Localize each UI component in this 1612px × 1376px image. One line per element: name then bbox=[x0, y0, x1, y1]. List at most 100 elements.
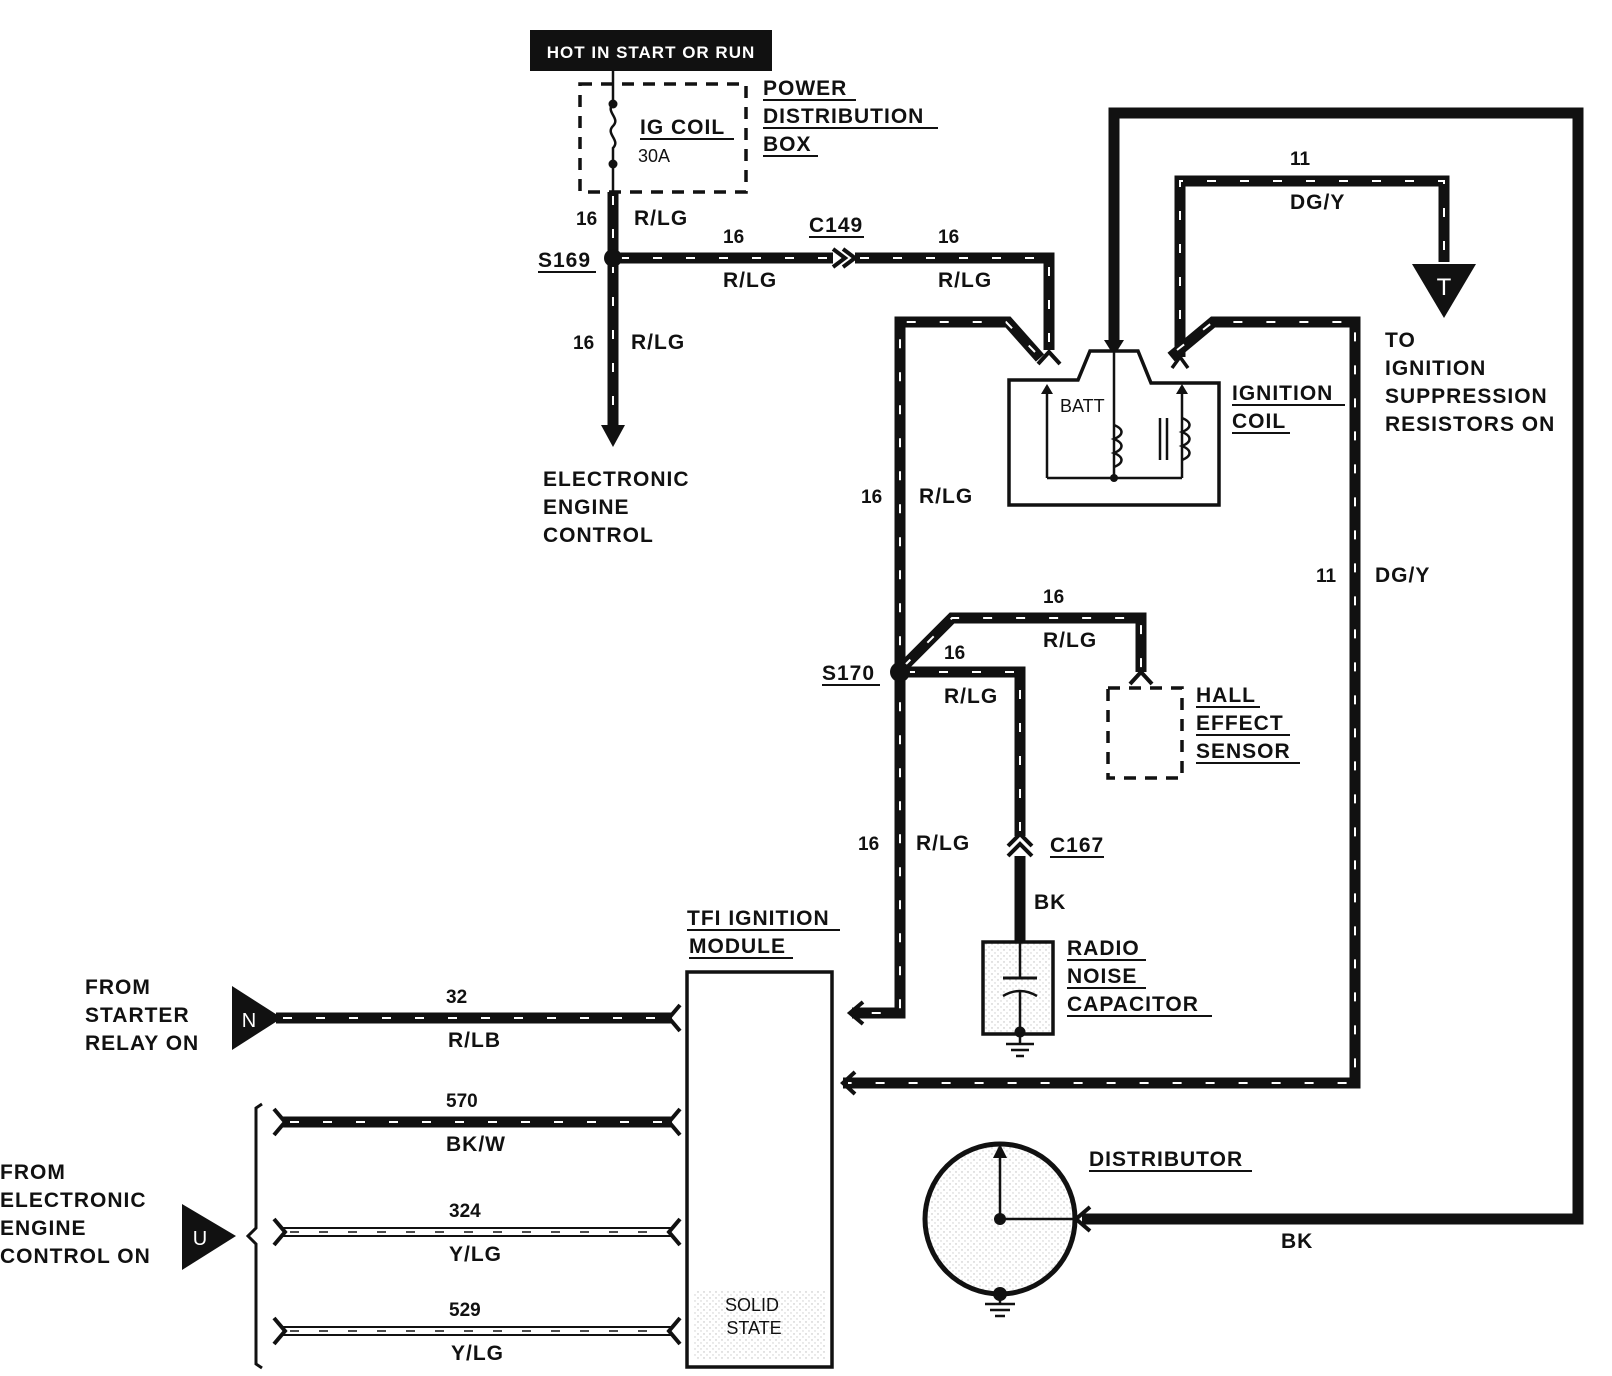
starter-line-1: FROM bbox=[85, 976, 151, 999]
wire-570 bbox=[272, 1107, 682, 1137]
eec-line-3: CONTROL bbox=[543, 524, 654, 547]
w2-gauge: 16 bbox=[723, 227, 744, 248]
suppression-line-1: TO bbox=[1385, 329, 1416, 352]
secondary-winding-icon bbox=[1178, 416, 1191, 462]
suppression-line-2: IGNITION bbox=[1385, 357, 1486, 380]
ignition-coil-title-1: IGNITION bbox=[1232, 382, 1333, 405]
w6-color: R/LG bbox=[1043, 629, 1097, 652]
s170-label: S170 bbox=[822, 662, 875, 685]
w-dgy-side-color: DG/Y bbox=[1375, 564, 1430, 587]
primary-winding-icon bbox=[1110, 423, 1123, 469]
distributor-title: DISTRIBUTOR bbox=[1089, 1148, 1243, 1171]
w7-gauge: 16 bbox=[944, 643, 965, 664]
wire-rlg-feed bbox=[601, 192, 1062, 447]
starter-relay-connector: N FROM STARTER RELAY ON bbox=[85, 976, 282, 1055]
w-529-color: Y/LG bbox=[451, 1342, 504, 1365]
suppression-destination: T TO IGNITION SUPPRESSION RESISTORS ON bbox=[1385, 274, 1555, 436]
hall-title-2: EFFECT bbox=[1196, 712, 1284, 735]
wire-324 bbox=[272, 1217, 682, 1247]
hall-title-1: HALL bbox=[1196, 684, 1256, 707]
w-dgy-top-color: DG/Y bbox=[1290, 191, 1345, 214]
arrow-n-letter: N bbox=[242, 1010, 256, 1032]
w-dgy-side-gauge: 11 bbox=[1316, 566, 1337, 587]
starter-line-2: STARTER bbox=[85, 1004, 190, 1027]
eec-input-line-4: CONTROL ON bbox=[0, 1245, 151, 1268]
wire-dgy bbox=[840, 175, 1476, 1096]
w6-gauge: 16 bbox=[1043, 587, 1064, 608]
w3-color: R/LG bbox=[938, 269, 992, 292]
w1-gauge: 16 bbox=[576, 209, 597, 230]
arrow-u-icon bbox=[182, 1204, 236, 1270]
radio-cap-title-3: CAPACITOR bbox=[1067, 993, 1199, 1016]
w5-color: R/LG bbox=[919, 485, 973, 508]
w-324-gauge: 324 bbox=[449, 1201, 481, 1222]
eec-input-connector: U FROM ELECTRONIC ENGINE CONTROL ON bbox=[0, 1161, 236, 1270]
eec-destination: ELECTRONIC ENGINE CONTROL bbox=[543, 468, 690, 547]
s170-splice-icon bbox=[890, 662, 910, 682]
radio-cap-title-2: NOISE bbox=[1067, 965, 1137, 988]
wire-rlg-vertical bbox=[846, 316, 1154, 1026]
ignition-coil: BATT IGNITION COIL bbox=[1007, 349, 1345, 507]
hot-label: HOT IN START OR RUN bbox=[547, 43, 756, 62]
w-570-color: BK/W bbox=[446, 1133, 506, 1156]
starter-line-3: RELAY ON bbox=[85, 1032, 199, 1055]
arrow-t-letter: T bbox=[1437, 274, 1452, 301]
suppression-line-3: SUPPRESSION bbox=[1385, 385, 1548, 408]
w-starter-gauge: 32 bbox=[446, 987, 467, 1008]
c149-connector-icon bbox=[831, 247, 849, 269]
w1-color: R/LG bbox=[634, 207, 688, 230]
w5-gauge: 16 bbox=[861, 487, 882, 508]
c149-label: C149 bbox=[809, 214, 863, 237]
s169-splice-icon bbox=[604, 249, 622, 267]
w8-color: R/LG bbox=[916, 832, 970, 855]
radio-cap-title-1: RADIO bbox=[1067, 937, 1140, 960]
w-bk-dist-color: BK bbox=[1281, 1230, 1313, 1253]
radio-noise-capacitor: RADIO NOISE CAPACITOR bbox=[981, 937, 1212, 1058]
s169-label: S169 bbox=[538, 249, 591, 272]
fuse-rating: 30A bbox=[638, 146, 670, 166]
wire-bk-distributor bbox=[1072, 107, 1584, 1233]
power-box-title-3: BOX bbox=[763, 133, 812, 156]
eec-line-2: ENGINE bbox=[543, 496, 630, 519]
w-dgy-top-gauge: 11 bbox=[1290, 149, 1311, 170]
ignition-coil-title-2: COIL bbox=[1232, 410, 1286, 433]
eec-input-line-1: FROM bbox=[0, 1161, 66, 1184]
w-starter-color: R/LB bbox=[448, 1029, 501, 1052]
wire-starter bbox=[276, 1003, 682, 1033]
w7-color: R/LG bbox=[944, 685, 998, 708]
w-529-gauge: 529 bbox=[449, 1300, 481, 1321]
fuse-name: IG COIL bbox=[640, 116, 725, 139]
arrow-to-eec-icon bbox=[601, 425, 625, 447]
w8-gauge: 16 bbox=[858, 834, 879, 855]
distributor: DISTRIBUTOR bbox=[922, 1141, 1252, 1318]
hall-title-3: SENSOR bbox=[1196, 740, 1291, 763]
w-324-color: Y/LG bbox=[449, 1243, 502, 1266]
tfi-title-1: TFI IGNITION bbox=[687, 907, 830, 930]
w3-gauge: 16 bbox=[938, 227, 959, 248]
c167-label: C167 bbox=[1050, 834, 1104, 857]
tfi-ignition-module: SOLID STATE TFI IGNITION MODULE bbox=[685, 907, 840, 1369]
arrow-u-letter: U bbox=[193, 1228, 207, 1250]
eec-input-bracket bbox=[245, 1102, 263, 1370]
w2-color: R/LG bbox=[723, 269, 777, 292]
c167-connector-icon bbox=[1006, 831, 1034, 848]
power-distribution-box: IG COIL 30A POWER DISTRIBUTION BOX bbox=[578, 71, 938, 194]
hall-effect-sensor: HALL EFFECT SENSOR bbox=[1106, 684, 1300, 780]
fuse-icon bbox=[609, 103, 617, 164]
eec-line-1: ELECTRONIC bbox=[543, 468, 690, 491]
tfi-title-2: MODULE bbox=[689, 935, 786, 958]
w4-color: R/LG bbox=[631, 331, 685, 354]
w-570-gauge: 570 bbox=[446, 1091, 478, 1112]
arrow-to-suppression-icon bbox=[1412, 264, 1476, 318]
tfi-inner-2: STATE bbox=[726, 1318, 781, 1338]
c167-connector bbox=[1006, 831, 1034, 942]
power-box-title-2: DISTRIBUTION bbox=[763, 105, 924, 128]
suppression-line-4: RESISTORS ON bbox=[1385, 413, 1555, 436]
power-box-title-1: POWER bbox=[763, 77, 847, 100]
hot-in-start-or-run-banner: HOT IN START OR RUN bbox=[530, 30, 772, 71]
arrow-n-icon bbox=[232, 986, 282, 1050]
w4-gauge: 16 bbox=[573, 333, 594, 354]
w-bk-cap-color: BK bbox=[1034, 891, 1066, 914]
eec-input-line-3: ENGINE bbox=[0, 1217, 87, 1240]
